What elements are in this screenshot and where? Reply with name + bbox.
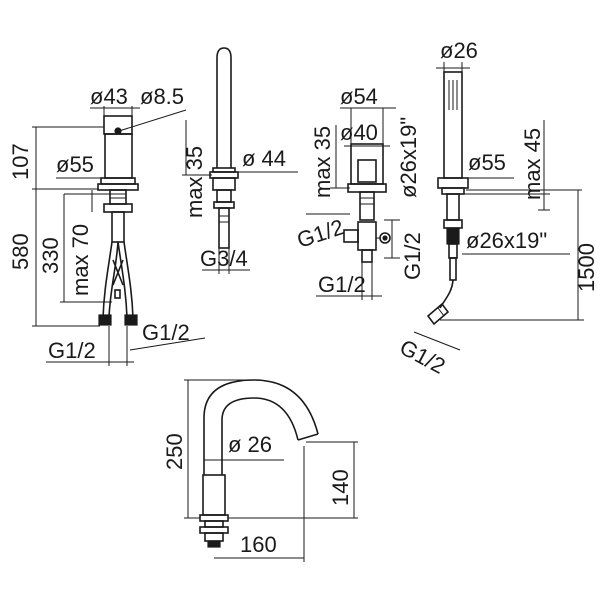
shower-dim-d26: ø26 — [440, 38, 478, 63]
mixer-dim-max70: max 70 — [68, 224, 93, 296]
mixer-dim-d55: ø55 — [56, 152, 94, 177]
diverter-dim-d26x19: ø26x19" — [396, 117, 421, 198]
diverter-dim-d40: ø40 — [340, 120, 378, 145]
curved-dim-140: 140 — [328, 469, 353, 506]
spout-dim-max35: max 35 — [182, 146, 207, 218]
shower-dim-d55: ø55 — [468, 150, 506, 175]
mixer-dim-g12-left: G1/2 — [48, 338, 96, 363]
vertical-spout-dimension-lines — [182, 120, 298, 274]
mixer-dim-580: 580 — [8, 233, 33, 270]
hand-shower — [426, 71, 469, 326]
shower-dim-g12: G1/2 — [396, 334, 450, 378]
curved-dim-d26: ø 26 — [228, 432, 272, 457]
diverter-dim-g12-right: G1/2 — [400, 232, 425, 280]
diverter-dim-max35: max 35 — [310, 126, 335, 198]
mixer-body — [97, 115, 139, 326]
shower-dim-max45: max 45 — [520, 128, 545, 200]
curved-spout-dimension-lines — [184, 379, 358, 562]
spout-dim-d44: ø 44 — [242, 146, 286, 171]
shower-dim-1500: 1500 — [574, 243, 599, 292]
mixer-dim-g12-right: G1/2 — [142, 320, 190, 345]
diverter-body — [343, 143, 391, 263]
vertical-spout — [209, 47, 239, 249]
curved-spout — [199, 379, 319, 548]
shower-dim-d26x19: ø26x19" — [466, 228, 547, 253]
mixer-dim-d43: ø43 — [90, 84, 128, 109]
spout-dim-g34: G3/4 — [200, 246, 248, 271]
diverter-dim-g12-left: G1/2 — [294, 214, 347, 253]
diverter-dim-d54: ø54 — [340, 84, 378, 109]
diverter-dim-g12-bottom: G1/2 — [318, 272, 366, 297]
hand-shower-dimension-lines — [413, 62, 584, 351]
mixer-dim-107: 107 — [8, 143, 33, 180]
mixer-dim-d8-5: ø8.5 — [140, 84, 184, 109]
diverter-dimension-lines — [306, 107, 400, 300]
curved-dim-250: 250 — [162, 433, 187, 470]
mixer-dim-330: 330 — [38, 237, 63, 274]
curved-dim-160: 160 — [240, 532, 277, 557]
mixer-dimension-lines — [32, 106, 206, 366]
